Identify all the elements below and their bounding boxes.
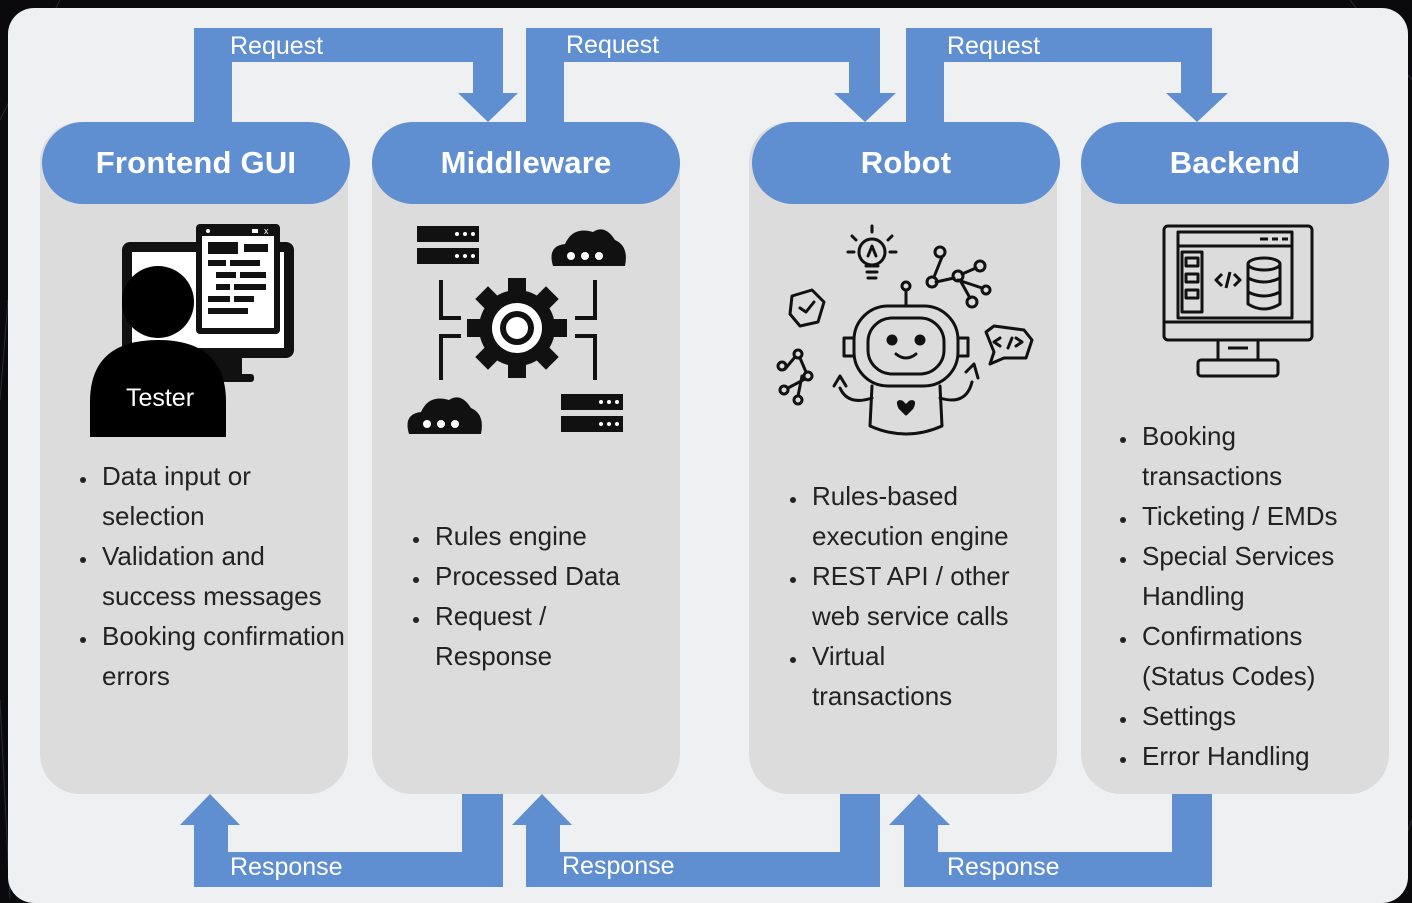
- list-item: Rules engine: [431, 516, 691, 556]
- response-arrow-3: [889, 794, 1212, 887]
- backend-header: Backend: [1081, 122, 1389, 204]
- response-arrow-1: [180, 794, 503, 887]
- request-arrow-3: [906, 28, 1228, 122]
- backend-bullets: Booking transactions Ticketing / EMDs Sp…: [1110, 416, 1388, 776]
- list-item: Virtual transactions: [808, 636, 982, 716]
- list-item: Rules-based execution engine: [808, 476, 1012, 556]
- list-item: Booking confirmation errors: [98, 616, 358, 696]
- response-arrow-2: [512, 794, 880, 887]
- robot-bullets: Rules-based execution engine REST API / …: [780, 476, 1058, 716]
- middleware-bullets: Rules engine Processed Data Request / Re…: [403, 516, 691, 676]
- list-item: Booking transactions: [1138, 416, 1302, 496]
- backend-column: [1081, 122, 1389, 794]
- robot-icon: [776, 224, 1034, 436]
- list-item: Special Services Handling: [1138, 536, 1342, 616]
- list-item: Confirmations (Status Codes): [1138, 616, 1332, 696]
- robot-header: Robot: [752, 122, 1060, 204]
- response-label-3: Response: [947, 853, 1060, 881]
- list-item: REST API / other web service calls: [808, 556, 1058, 636]
- svg-text:x: x: [264, 226, 269, 236]
- request-label-1: Request: [230, 32, 324, 60]
- list-item: Request / Response: [431, 596, 575, 676]
- robot-column: [749, 122, 1057, 794]
- list-item: Error Handling: [1138, 736, 1388, 776]
- tester-computer-icon: x: [90, 224, 294, 437]
- gear-servers-clouds-icon: [407, 226, 626, 434]
- list-item: Settings: [1138, 696, 1388, 736]
- list-item: Validation and success messages: [98, 536, 358, 616]
- middleware-header: Middleware: [372, 122, 680, 204]
- request-label-3: Request: [947, 32, 1041, 60]
- list-item: Processed Data: [431, 556, 691, 596]
- frontend-header: Frontend GUI: [42, 122, 350, 204]
- tester-label: Tester: [125, 384, 195, 412]
- request-arrow-2: [526, 28, 896, 122]
- list-item: Ticketing / EMDs: [1138, 496, 1388, 536]
- frontend-bullets: Data input or selection Validation and s…: [70, 456, 358, 696]
- database-monitor-icon: [1162, 224, 1314, 378]
- request-label-2: Request: [566, 31, 660, 59]
- list-item: Data input or selection: [98, 456, 358, 536]
- frontend-column: [40, 122, 348, 794]
- response-label-1: Response: [230, 853, 343, 881]
- response-label-2: Response: [562, 852, 675, 880]
- request-arrow-1: [194, 28, 518, 122]
